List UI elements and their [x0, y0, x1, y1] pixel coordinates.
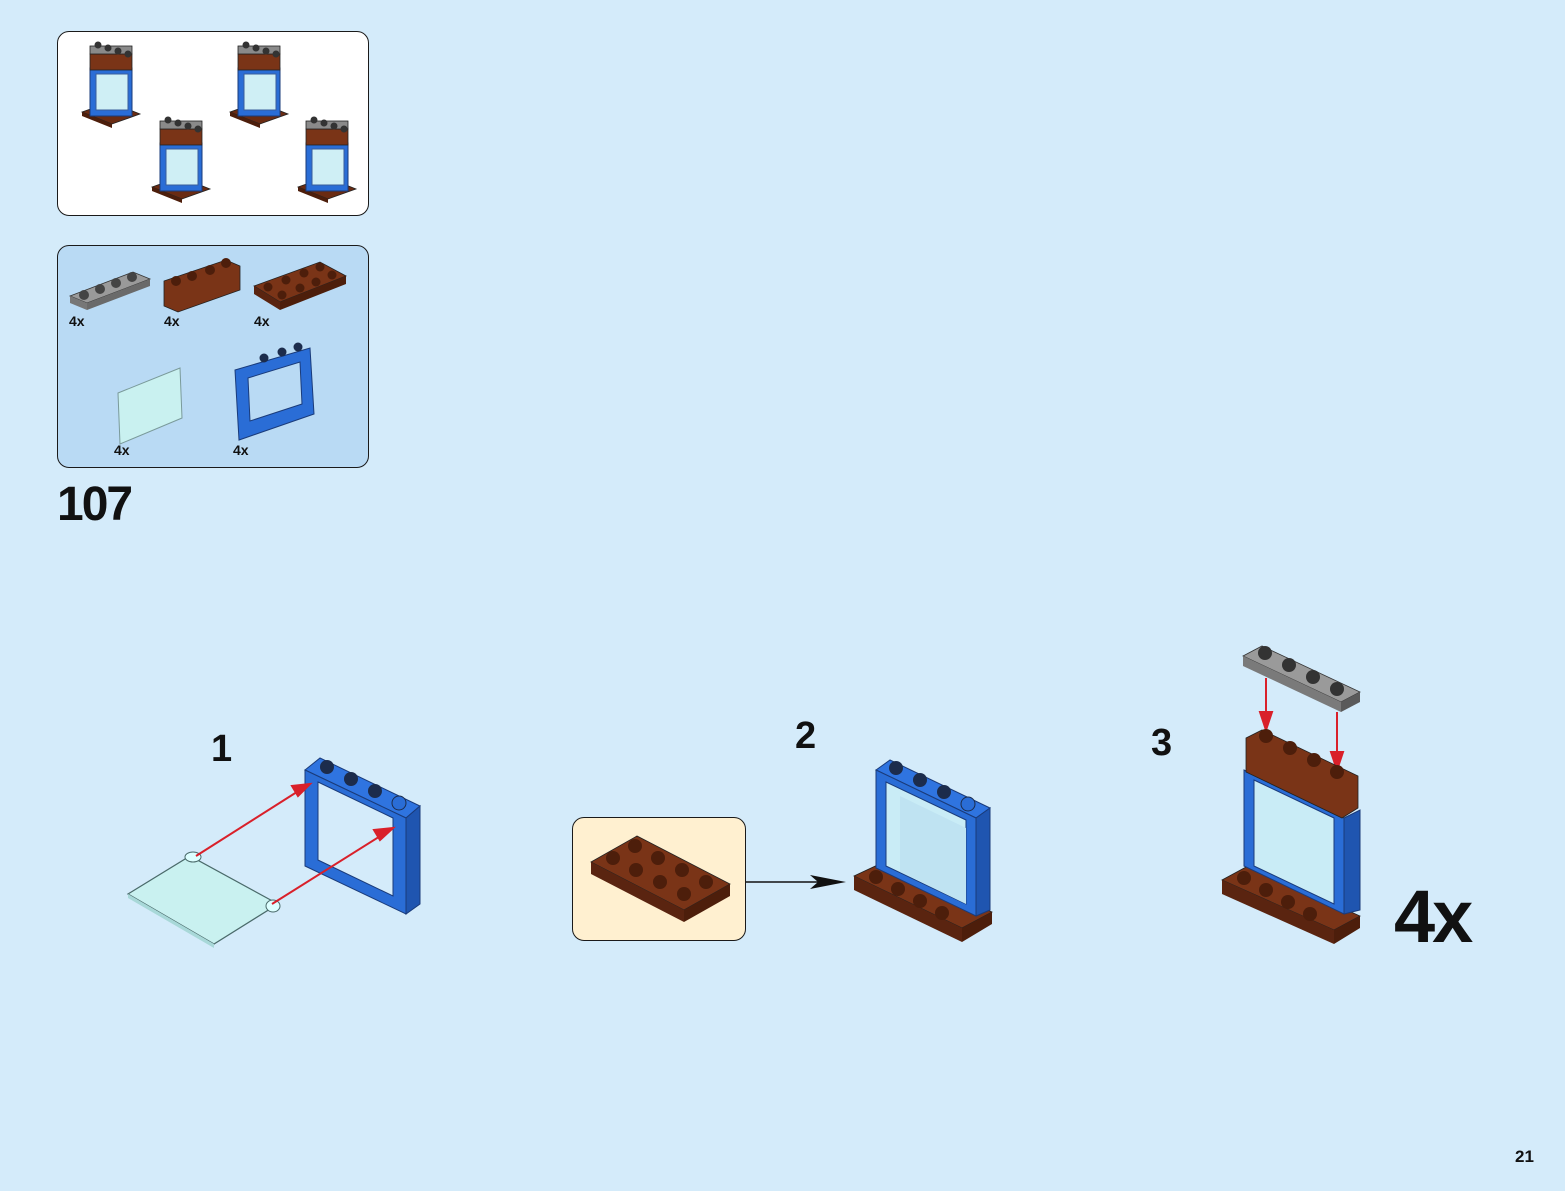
- sub-step-number-2: 2: [795, 715, 817, 757]
- part-quantity-grey-plate: 4x: [69, 313, 85, 329]
- assembly-arrows-step-3: [1258, 678, 1345, 774]
- part-brown-brick-1x4: [163, 258, 241, 313]
- part-grey-plate-1x4: [68, 271, 152, 310]
- sub-step-number-3: 3: [1151, 722, 1173, 764]
- page-number: 21: [1515, 1147, 1534, 1166]
- completed-window-assembly: [1221, 729, 1361, 944]
- attach-arrow: [746, 875, 846, 889]
- main-step-number: 107: [57, 478, 133, 531]
- grey-plate-1x4-top: [1242, 645, 1361, 712]
- part-quantity-glass-panel: 4x: [114, 442, 130, 458]
- blue-window-frame: [304, 757, 421, 915]
- brown-plate-2x4-callout: [590, 835, 731, 922]
- parts-list-panel: 4x 4x 4x 4x 4x: [57, 245, 369, 468]
- assembly-arrows-step-1: [195, 782, 396, 905]
- repeat-multiplier: 4x: [1394, 875, 1473, 958]
- part-glass-panel: [117, 367, 183, 445]
- sub-step-number-1: 1: [211, 728, 233, 770]
- part-quantity-brown-plate: 4x: [254, 313, 270, 329]
- part-quantity-window-frame: 4x: [233, 442, 249, 458]
- part-brown-plate-2x4: [253, 261, 347, 310]
- result-preview-panel: [57, 31, 369, 216]
- glass-panel-lying: [126, 851, 281, 948]
- part-quantity-brown-brick: 4x: [164, 313, 180, 329]
- window-on-plate: [853, 759, 993, 942]
- parts-illustrations: [68, 258, 347, 445]
- part-blue-window-frame: [234, 342, 315, 441]
